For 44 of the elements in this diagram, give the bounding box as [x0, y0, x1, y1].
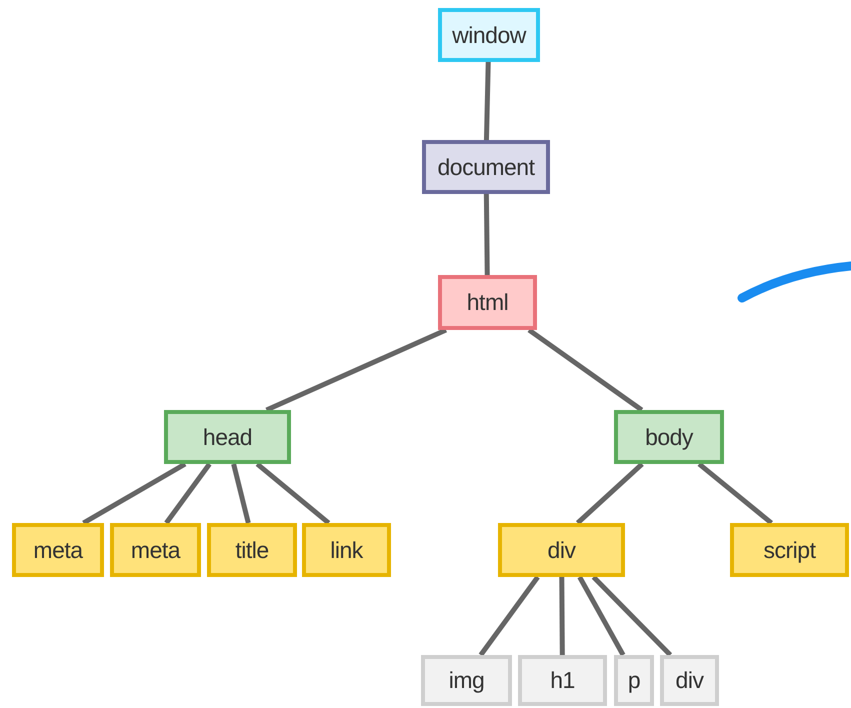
connector-line — [478, 576, 540, 656]
element-box — [730, 523, 849, 577]
connector-line — [231, 463, 251, 524]
node-label: html — [466, 289, 508, 316]
node-label: body — [645, 424, 693, 450]
connector-line — [528, 328, 644, 412]
element-box — [302, 523, 391, 577]
connector-line — [82, 462, 186, 526]
element-box — [12, 523, 104, 577]
node-label: img — [448, 667, 484, 694]
element-box — [164, 410, 291, 464]
connector-line — [559, 576, 565, 656]
node-label: head — [202, 424, 252, 450]
element-box — [422, 140, 550, 194]
element-box — [518, 655, 607, 706]
connector-line — [698, 462, 773, 525]
node-label: link — [330, 536, 363, 564]
node-label: meta — [33, 536, 83, 564]
connector-line — [576, 462, 644, 525]
node-label: document — [437, 154, 534, 180]
connector-line — [256, 462, 330, 525]
node-label: div — [676, 667, 704, 694]
node-label: meta — [130, 536, 180, 564]
connector-line — [577, 576, 626, 656]
node-label: window — [452, 22, 526, 48]
element-box — [421, 655, 512, 706]
node-label: div — [548, 536, 576, 564]
element-box — [207, 523, 297, 577]
connector-line — [484, 194, 490, 276]
node-label: h1 — [550, 667, 575, 694]
element-box — [614, 410, 724, 464]
connector-line — [265, 328, 448, 412]
node-label: title — [235, 536, 269, 564]
element-box — [614, 655, 654, 706]
connector-line — [592, 575, 672, 657]
connector-line — [484, 62, 491, 140]
element-box — [438, 275, 537, 330]
element-box — [110, 523, 201, 577]
connector-line — [164, 462, 212, 524]
element-box — [498, 523, 625, 577]
element-box — [660, 655, 719, 706]
node-label: script — [764, 536, 816, 564]
element-box — [438, 8, 540, 62]
node-label: p — [628, 667, 640, 694]
